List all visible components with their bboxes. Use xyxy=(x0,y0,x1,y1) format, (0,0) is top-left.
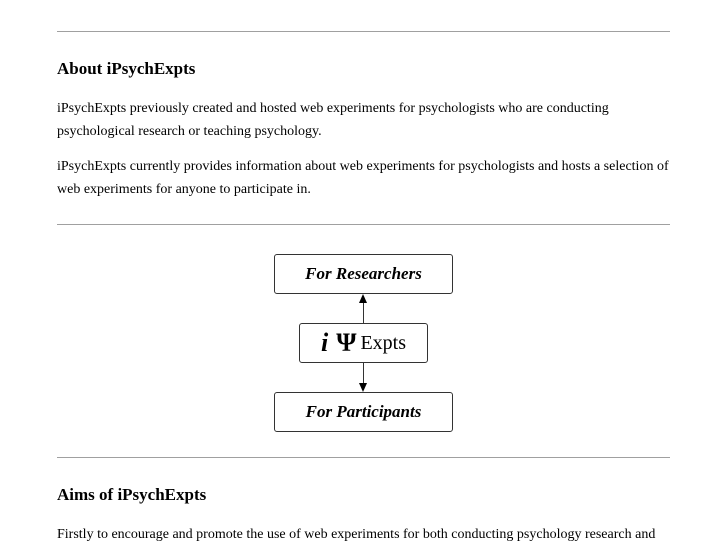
arrow-down-icon xyxy=(359,383,367,392)
connector-up xyxy=(363,302,364,323)
divider-bottom xyxy=(57,457,670,458)
about-paragraph-1: iPsychExpts previously created and hoste… xyxy=(57,101,609,139)
divider-middle xyxy=(57,224,670,225)
logo-text: Expts xyxy=(360,331,407,354)
divider-top xyxy=(57,31,670,32)
connector-down xyxy=(363,363,364,384)
ipsychexpts-logo: i Ψ Expts xyxy=(299,323,428,363)
for-researchers-label: For Researchers xyxy=(305,264,422,283)
about-paragraph-2: iPsychExpts currently provides informati… xyxy=(57,159,669,197)
for-participants-label: For Participants xyxy=(305,402,422,421)
arrow-up-icon xyxy=(359,294,367,303)
logo-i: i xyxy=(320,328,329,357)
aims-paragraph-1: Firstly to encourage and promote the use… xyxy=(57,527,656,542)
about-heading: About iPsychExpts xyxy=(57,59,196,78)
for-participants-button[interactable]: For Participants xyxy=(274,392,453,432)
for-researchers-button[interactable]: For Researchers xyxy=(274,254,453,294)
aims-heading: Aims of iPsychExpts xyxy=(57,485,207,504)
psi-icon: Ψ xyxy=(336,328,357,357)
